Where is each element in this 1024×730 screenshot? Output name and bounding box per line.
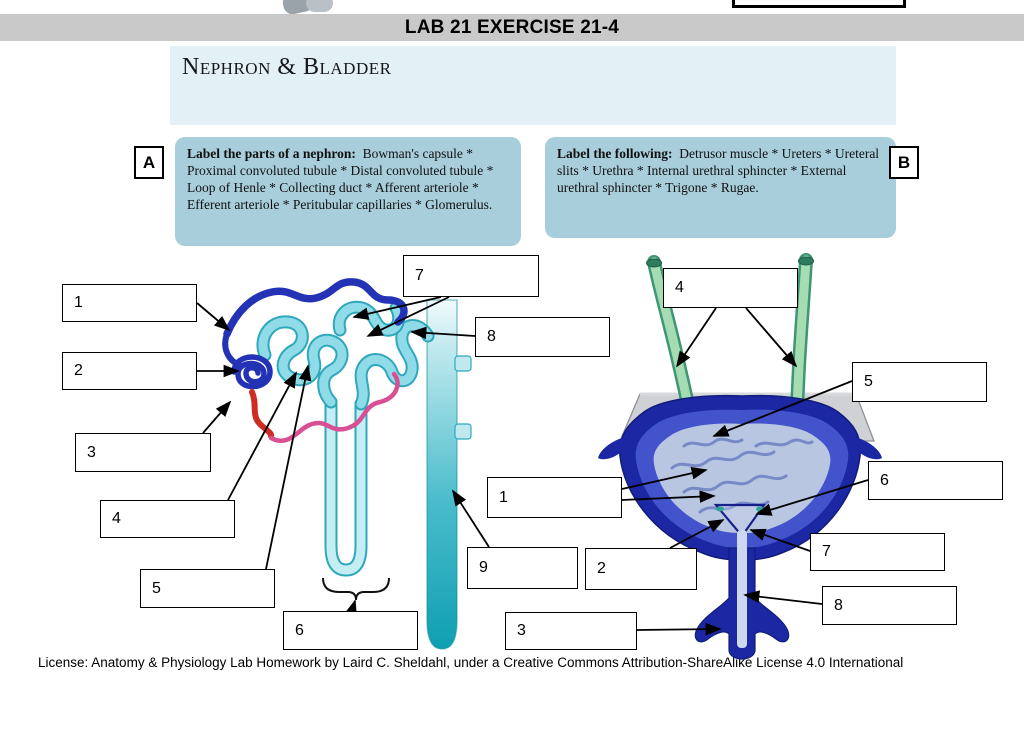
label-arrow (265, 364, 312, 570)
label-arrow (366, 296, 450, 337)
bladder-answer-box-8[interactable]: 8 (822, 586, 957, 625)
instructions-bladder: Label the following: Detrusor muscle * U… (545, 137, 896, 238)
answer-number: 2 (74, 362, 83, 379)
ureteral-slit-left (716, 506, 724, 512)
nephron-answer-box-5[interactable]: 5 (140, 569, 275, 608)
label-arrow (344, 599, 357, 617)
label-arrow (621, 490, 716, 503)
section-label-a: A (134, 146, 164, 179)
answer-number: 3 (87, 443, 96, 461)
efferent-arteriole (249, 389, 275, 439)
answer-number: 8 (834, 596, 843, 614)
answer-number: 1 (499, 488, 508, 506)
bladder-inner-wall (635, 409, 849, 548)
trigone (713, 503, 767, 538)
answer-number: 5 (152, 579, 161, 597)
distal-tubule-inner (356, 321, 433, 409)
nephron-answer-box-6[interactable]: 6 (283, 611, 418, 650)
label-arrow (621, 467, 708, 490)
answer-number: 7 (415, 267, 424, 284)
right-ureter-cap (798, 256, 814, 266)
answer-number: 9 (479, 559, 488, 576)
instructions-nephron: Label the parts of a nephron: Bowman's c… (175, 137, 521, 246)
nephron-arrows (196, 296, 490, 617)
peritoneum-band (619, 393, 875, 442)
nephron-answer-box-2[interactable]: 2 (62, 352, 197, 390)
nephron-answer-box-7[interactable]: 7 (403, 255, 539, 297)
proximal-tubule (256, 315, 349, 409)
nephron-answer-box-9[interactable]: 9 (467, 547, 578, 589)
label-arrow (669, 519, 725, 549)
tubule-coil-inner (334, 302, 404, 335)
label-arrow (743, 590, 823, 605)
answer-number: 4 (675, 279, 684, 296)
worksheet-heading: Nephron & Bladder (182, 54, 392, 80)
label-arrow (452, 489, 490, 548)
arteriole-branch (222, 331, 242, 368)
license-text: License: Anatomy & Physiology Lab Homewo… (38, 655, 904, 670)
instructions-bladder-items: Detrusor muscle * Ureters * Ureteral sli… (557, 146, 880, 196)
left-ureter-cap (646, 258, 662, 268)
bladder-answer-box-7[interactable]: 7 (810, 533, 945, 571)
peritubular-capillaries (268, 371, 400, 443)
loop-of-henle-inner (326, 397, 366, 575)
cropped-image-artifact (306, 0, 333, 12)
section-label-b: B (889, 146, 919, 179)
glomerulus (231, 354, 273, 390)
bladder-answer-box-2[interactable]: 2 (585, 548, 697, 590)
bladder-wing-right (854, 438, 882, 460)
label-arrow (712, 380, 853, 437)
afferent-arteriole (223, 278, 408, 338)
label-arrow (749, 528, 811, 552)
distal-tubule (354, 319, 435, 411)
loop-bracket (322, 577, 390, 601)
answer-number: 3 (517, 622, 526, 639)
bladder-answer-box-1[interactable]: 1 (487, 477, 622, 518)
bladder-answer-box-4[interactable]: 4 (663, 268, 798, 308)
duct-stub (454, 423, 472, 440)
label-arrow (196, 302, 231, 332)
answer-number: 7 (822, 543, 831, 560)
nephron-answer-box-3[interactable]: 3 (75, 433, 211, 472)
bladder-answer-box-5[interactable]: 5 (852, 362, 987, 402)
heading-panel: Nephron & Bladder (170, 46, 896, 125)
answer-number: 8 (487, 328, 496, 345)
label-arrow (755, 479, 869, 516)
urethra (694, 547, 790, 660)
bladder-answer-box-6[interactable]: 6 (868, 461, 1003, 500)
answer-number: 6 (880, 471, 889, 489)
answer-number: 5 (864, 373, 873, 390)
bladder-wing-left (598, 438, 626, 460)
instructions-nephron-lead: Label the parts of a nephron: (187, 146, 356, 161)
duct-stub (454, 355, 472, 372)
answer-number: 1 (74, 294, 83, 311)
ureteral-slit-right (756, 506, 764, 512)
proximal-tubule-inner (258, 317, 347, 407)
loop-of-henle (324, 395, 368, 577)
answer-number: 6 (295, 621, 304, 639)
label-arrow (227, 371, 297, 501)
label-arrow (636, 622, 722, 636)
nephron-answer-box-1[interactable]: 1 (62, 284, 197, 322)
collecting-duct (426, 299, 458, 650)
label-arrow (352, 296, 442, 320)
bladder-answer-box-3[interactable]: 3 (505, 612, 637, 650)
urethra-channel (737, 530, 747, 648)
nephron-answer-box-8[interactable]: 8 (475, 317, 610, 357)
page-title: LAB 21 EXERCISE 21-4 (0, 14, 1024, 41)
rugae (670, 437, 814, 514)
label-arrow (410, 326, 476, 340)
nephron-answer-box-4[interactable]: 4 (100, 500, 235, 538)
label-arrow (202, 400, 232, 434)
answer-number: 2 (597, 560, 606, 577)
answer-number: 4 (112, 510, 121, 527)
label-arrow (675, 307, 717, 368)
instructions-nephron-items: Bowman's capsule * Proximal convoluted t… (187, 146, 494, 213)
tubule-coil (332, 300, 406, 337)
cropped-answer-box-artifact (732, 0, 906, 8)
bladder-lumen (653, 423, 831, 533)
instructions-bladder-lead: Label the following: (557, 146, 673, 161)
label-arrow (745, 307, 798, 368)
